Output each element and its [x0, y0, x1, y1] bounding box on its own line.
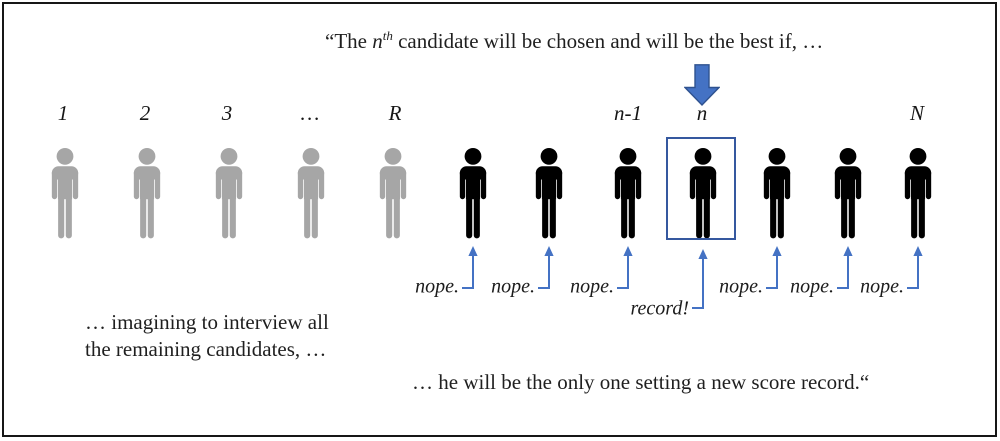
top-caption-suffix: candidate will be chosen and will be the… — [392, 29, 824, 53]
selected-candidate-box — [666, 137, 736, 240]
bottom-right-caption: … he will be the only one setting a new … — [412, 370, 870, 394]
nope-label: nope. — [790, 275, 834, 298]
gray-person-icon — [44, 147, 86, 239]
up-arrow-icon — [538, 246, 554, 289]
nope-label: nope. — [719, 275, 763, 298]
bottom-left-caption: … imagining to interview all the remaini… — [85, 309, 329, 363]
up-arrow-icon — [692, 249, 708, 309]
position-label-2: 2 — [139, 101, 151, 125]
top-caption-prefix: “The — [325, 29, 373, 53]
position-label-n: n — [696, 101, 708, 125]
black-person-icon — [607, 147, 649, 239]
gray-person-icon — [208, 147, 250, 239]
bottom-left-line1: … imagining to interview all — [85, 310, 329, 334]
position-label-n-1: n-1 — [614, 101, 642, 125]
up-arrow-icon — [766, 246, 782, 289]
position-label-…: … — [300, 101, 320, 125]
nope-label: nope. — [570, 275, 614, 298]
position-label-1: 1 — [57, 101, 69, 125]
up-arrow-icon — [617, 246, 633, 289]
down-arrow-icon — [684, 64, 720, 106]
black-person-icon — [897, 147, 939, 239]
position-label-N: N — [909, 101, 925, 125]
nope-label: nope. — [860, 275, 904, 298]
nope-label: nope. — [491, 275, 535, 298]
top-caption-superscript: th — [382, 28, 393, 43]
black-person-icon — [756, 147, 798, 239]
nope-label: nope. — [415, 275, 459, 298]
record-label: record! — [630, 297, 690, 320]
black-person-icon-selected — [682, 147, 724, 239]
gray-person-icon — [290, 147, 332, 239]
top-caption-variable: n — [372, 29, 383, 53]
position-label-R: R — [388, 101, 402, 125]
bottom-left-line2: the remaining candidates, … — [85, 336, 327, 361]
gray-person-icon — [126, 147, 168, 239]
black-person-icon — [452, 147, 494, 239]
up-arrow-icon — [462, 246, 478, 289]
top-caption: “The nth candidate will be chosen and wi… — [325, 28, 823, 54]
black-person-icon — [528, 147, 570, 239]
up-arrow-icon — [837, 246, 853, 289]
position-label-3: 3 — [221, 101, 233, 125]
gray-person-icon — [372, 147, 414, 239]
up-arrow-icon — [907, 246, 923, 289]
black-person-icon — [827, 147, 869, 239]
